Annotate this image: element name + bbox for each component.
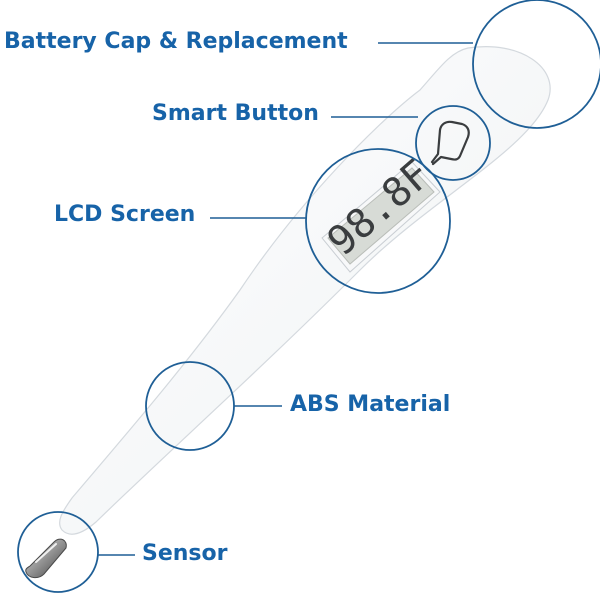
callout-circle-lcd [305,148,451,294]
callout-circle-button [415,105,491,181]
smart-button-icon [430,120,470,166]
sensor-tip-icon [25,538,67,579]
label-sensor: Sensor [142,541,228,566]
label-battery-cap: Battery Cap & Replacement [4,29,348,54]
label-smart-button: Smart Button [152,101,319,126]
label-abs-material: ABS Material [290,392,451,417]
callout-circle-sensor [17,511,99,593]
label-lcd-screen: LCD Screen [54,202,196,227]
callout-circle-battery [472,0,600,129]
